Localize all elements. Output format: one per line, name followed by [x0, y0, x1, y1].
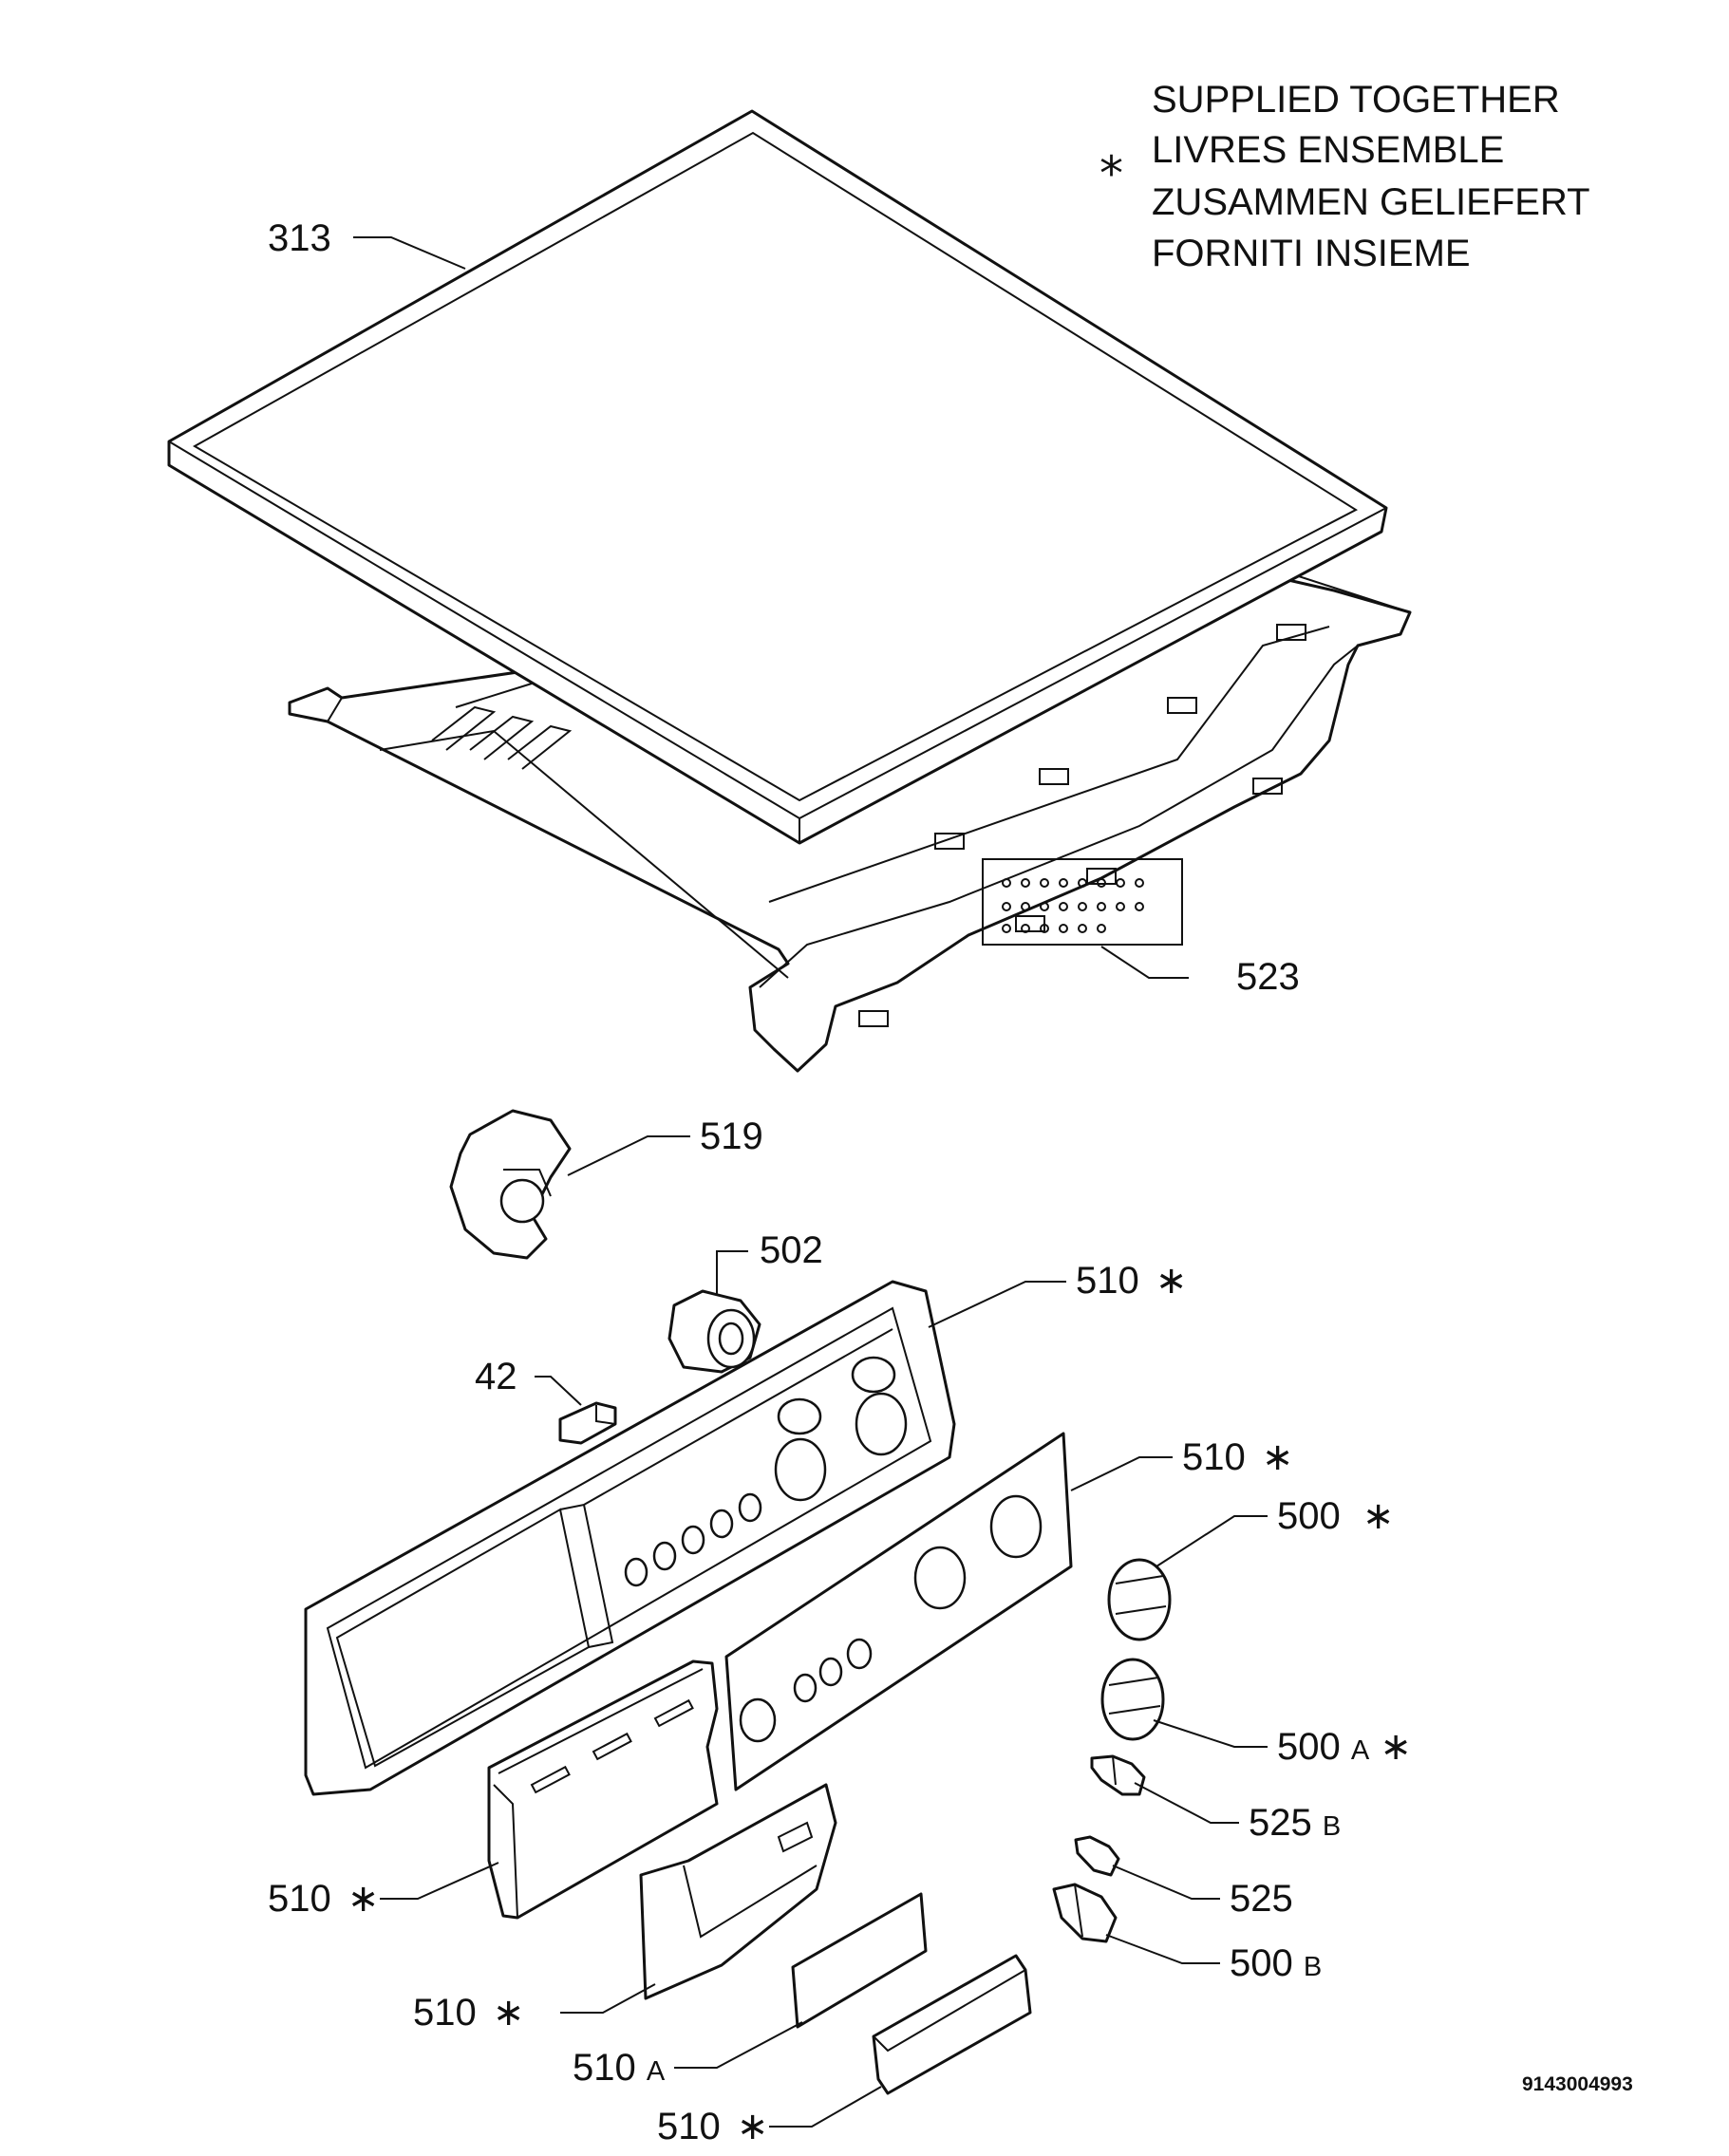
- callout-510-cap: 510 ∗: [657, 2106, 768, 2147]
- part-42: [558, 1401, 617, 1445]
- callout-510-fascia: 510 ∗: [1182, 1436, 1293, 1478]
- callout-number: 502: [760, 1229, 823, 1271]
- button-500B-part: [1052, 1883, 1118, 1943]
- callout-suffix: B: [1304, 1952, 1322, 1982]
- callout-510-panel: 510 ∗: [1076, 1260, 1187, 1302]
- callout-star: ∗: [1262, 1436, 1294, 1478]
- callout-313: 313: [268, 217, 331, 259]
- leader-lines: [353, 236, 1268, 2128]
- callout-number: 500: [1277, 1726, 1341, 1768]
- button-525B-part: [1090, 1754, 1146, 1796]
- worktop-lid-part: [167, 109, 1388, 845]
- callout-510-handle: 510 ∗: [413, 1992, 524, 2034]
- legend-line-4: FORNITI INSIEME: [1152, 233, 1471, 274]
- callout-star: ∗: [1380, 1726, 1412, 1768]
- callout-42: 42: [475, 1356, 517, 1397]
- callout-labels: 313 523 519 502 510 ∗ 42 510 ∗ 500 ∗ 500: [268, 217, 1412, 2147]
- callout-number: 510: [413, 1992, 477, 2034]
- callout-star: ∗: [737, 2106, 769, 2147]
- control-panel-part: [304, 1280, 956, 1796]
- dispenser-drawer-part: [487, 1659, 719, 1920]
- callout-500A: 500 A ∗: [1277, 1726, 1412, 1768]
- callout-star: ∗: [1156, 1260, 1188, 1302]
- legend: * SUPPLIED TOGETHER LIVRES ENSEMBLE ZUSA…: [1099, 79, 1590, 274]
- callout-number: 510: [657, 2106, 721, 2147]
- button-525-part: [1074, 1835, 1120, 1877]
- callout-502: 502: [760, 1229, 823, 1271]
- callout-510A: 510 A: [573, 2047, 666, 2089]
- callout-500B: 500 B: [1230, 1942, 1322, 1984]
- legend-symbol: *: [1099, 146, 1123, 201]
- part-502: [667, 1289, 761, 1374]
- callout-star: ∗: [348, 1878, 380, 1920]
- callout-525B: 525 B: [1249, 1802, 1341, 1844]
- fascia-plate-part: [724, 1432, 1073, 1791]
- callout-number: 523: [1236, 956, 1300, 998]
- callout-number: 519: [700, 1115, 763, 1157]
- callout-number: 313: [268, 217, 331, 259]
- legend-line-1: SUPPLIED TOGETHER: [1152, 79, 1560, 121]
- callout-500: 500 ∗: [1277, 1495, 1394, 1537]
- drawing-code: 9143004993: [1522, 2073, 1633, 2095]
- callout-number: 525: [1249, 1802, 1312, 1844]
- callout-number: 510: [573, 2047, 636, 2089]
- callout-star: ∗: [1363, 1495, 1395, 1537]
- legend-line-2: LIVRES ENSEMBLE: [1152, 129, 1504, 171]
- callout-number: 500: [1277, 1495, 1341, 1537]
- callout-star: ∗: [493, 1992, 525, 2034]
- callout-519: 519: [700, 1115, 763, 1157]
- legend-line-3: ZUSAMMEN GELIEFERT: [1152, 181, 1590, 223]
- callout-525: 525: [1230, 1878, 1293, 1920]
- callout-523: 523: [1236, 956, 1300, 998]
- callout-number: 510: [268, 1878, 331, 1920]
- knob-500-part: [1107, 1558, 1172, 1641]
- part-510A: [791, 1892, 928, 2029]
- handle-part: [639, 1783, 837, 2000]
- knob-500A-part: [1100, 1658, 1165, 1741]
- callout-510-drawer: 510 ∗: [268, 1878, 379, 1920]
- callout-suffix: A: [647, 2056, 666, 2087]
- callout-suffix: A: [1351, 1735, 1370, 1766]
- callout-number: 510: [1076, 1260, 1139, 1302]
- part-519: [449, 1109, 572, 1260]
- callout-number: 500: [1230, 1942, 1293, 1984]
- callout-number: 42: [475, 1356, 517, 1397]
- callout-suffix: B: [1323, 1811, 1341, 1842]
- callout-number: 510: [1182, 1436, 1246, 1478]
- callout-number: 525: [1230, 1878, 1293, 1920]
- cap-part: [872, 1954, 1032, 2095]
